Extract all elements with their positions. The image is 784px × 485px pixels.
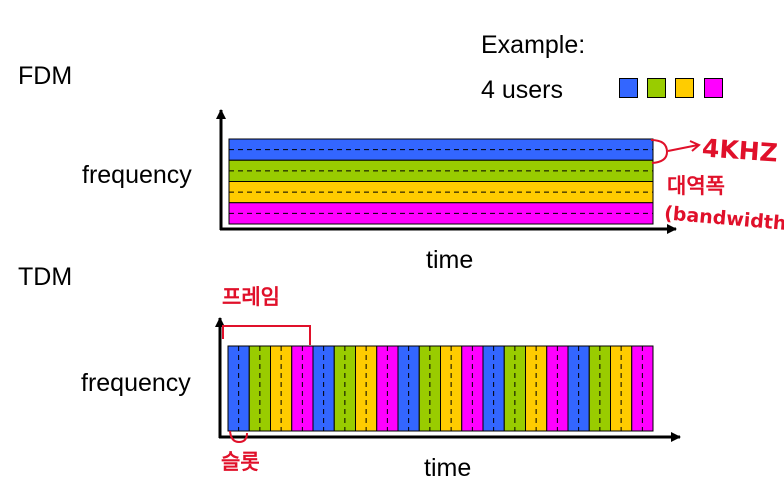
fdm-time-label: time (426, 246, 474, 274)
tdm-time-slots (227, 345, 654, 432)
legend-swatch-user-1 (619, 78, 638, 98)
legend-swatch-user-2 (647, 78, 666, 98)
fdm-frequency-label: frequency (82, 161, 192, 189)
annotation-frame-korean: 프레임 (222, 285, 280, 309)
annotation-bandwidth-korean: 대역폭 (667, 174, 725, 198)
annotation-bandwidth-bracket (650, 139, 669, 164)
annotation-slot-korean: 슬롯 (221, 450, 260, 474)
example-title: Example: (481, 31, 586, 59)
tdm-heading: TDM (18, 263, 73, 291)
legend-swatch-user-3 (675, 78, 694, 98)
tdm-time-label: time (424, 454, 472, 482)
legend-swatch-user-4 (704, 78, 723, 98)
annotation-frame-bracket (222, 325, 311, 345)
fdm-frequency-bands (228, 138, 654, 225)
annotation-bandwidth-arrow (667, 140, 701, 152)
example-users-count: 4 users (481, 76, 563, 104)
annotation-slot-bracket (229, 430, 248, 444)
tdm-frequency-label: frequency (81, 369, 191, 397)
fdm-heading: FDM (18, 62, 73, 90)
